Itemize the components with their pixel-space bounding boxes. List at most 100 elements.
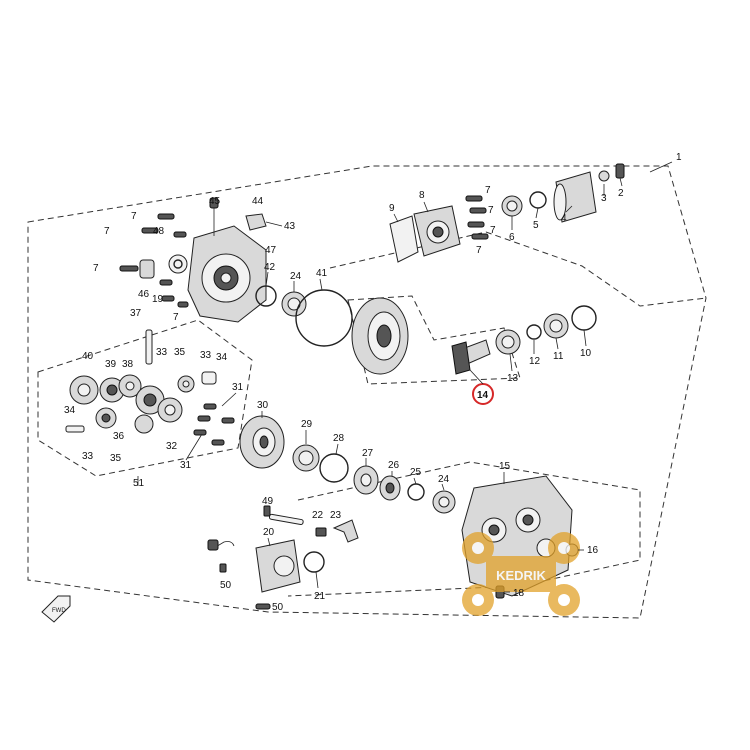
callout-35: 35 xyxy=(174,347,186,358)
callout-37: 37 xyxy=(130,308,142,319)
side-gear-38 xyxy=(118,374,142,398)
callout-49: 49 xyxy=(262,496,274,507)
diff-pin-37 xyxy=(145,329,153,365)
washer-3 xyxy=(598,170,610,182)
spring-22 xyxy=(315,527,327,537)
callout-42: 42 xyxy=(264,262,276,273)
bolt-2 xyxy=(615,163,625,179)
callout-48: 48 xyxy=(153,226,165,237)
callout-14: 14 xyxy=(477,390,489,401)
svg-text:KEDRIK: KEDRIK xyxy=(496,568,546,583)
washer-12 xyxy=(526,324,542,340)
callout-16: 16 xyxy=(587,545,599,556)
diff-core xyxy=(134,385,183,434)
callout-31: 31 xyxy=(232,382,244,393)
callout-36: 36 xyxy=(113,431,125,442)
callout-51: 51 xyxy=(133,478,145,489)
callout-24: 24 xyxy=(438,474,450,485)
kedrik-logo-watermark: KEDRIK xyxy=(462,532,580,616)
collar-26 xyxy=(379,475,401,501)
snap-ring-5 xyxy=(529,191,547,209)
callout-43: 43 xyxy=(284,221,296,232)
callout-1: 1 xyxy=(676,152,682,163)
callout-32: 32 xyxy=(166,441,178,452)
seal-6 xyxy=(501,195,523,217)
ring-gear-subassembly-boundary xyxy=(347,295,521,385)
input-housing-8 xyxy=(413,205,461,257)
spring-36b xyxy=(177,375,195,393)
callout-18: 18 xyxy=(513,588,525,599)
callout-40: 40 xyxy=(82,351,94,362)
callout-10: 10 xyxy=(580,348,592,359)
washer-33 xyxy=(201,371,217,385)
callout-27: 27 xyxy=(362,448,374,459)
callout-20: 20 xyxy=(263,527,275,538)
callout-19: 19 xyxy=(152,294,164,305)
callout-6: 6 xyxy=(509,232,515,243)
fwd-direction-marker: FWD xyxy=(41,595,71,623)
oring-41 xyxy=(295,289,353,347)
callout-7: 7 xyxy=(490,225,496,236)
callout-23: 23 xyxy=(330,510,342,521)
gear-27 xyxy=(353,465,379,495)
oring-28 xyxy=(319,453,349,483)
callout-31: 31 xyxy=(180,460,192,471)
callout-7: 7 xyxy=(93,263,99,274)
actuator-20 xyxy=(207,539,301,593)
shift-rod-49 xyxy=(263,505,304,526)
callout-13: 13 xyxy=(507,373,519,384)
oring-21 xyxy=(303,551,325,573)
bearing-29 xyxy=(292,444,320,472)
callout-leader xyxy=(649,161,673,173)
callout-22: 22 xyxy=(312,510,324,521)
clip-44 xyxy=(245,213,267,231)
callout-7: 7 xyxy=(104,226,110,237)
pinion-gear-14 xyxy=(451,339,491,375)
thrust-washer-40 xyxy=(69,375,99,405)
callout-41: 41 xyxy=(316,268,328,279)
bearing-13 xyxy=(495,329,521,355)
callout-7: 7 xyxy=(173,312,179,323)
callout-12: 12 xyxy=(529,356,541,367)
callout-29: 29 xyxy=(301,419,313,430)
assembly-boundary xyxy=(27,165,707,619)
oring-10 xyxy=(571,305,597,331)
callout-7: 7 xyxy=(476,245,482,256)
lower-path-boundary xyxy=(287,461,641,597)
callout-7: 7 xyxy=(485,185,491,196)
bolts-31 xyxy=(193,403,235,446)
callout-38: 38 xyxy=(122,359,134,370)
ring-gear xyxy=(351,297,409,375)
callout-3: 3 xyxy=(601,193,607,204)
callout-34: 34 xyxy=(64,405,76,416)
svg-text:FWD: FWD xyxy=(52,608,66,614)
pin-34 xyxy=(65,425,85,433)
callout-8: 8 xyxy=(419,190,425,201)
bolts-upper-left xyxy=(119,197,219,308)
callout-33: 33 xyxy=(200,350,212,361)
callout-28: 28 xyxy=(333,433,345,444)
snap-ring-25 xyxy=(407,483,425,501)
callout-5: 5 xyxy=(533,220,539,231)
diff-case-30 xyxy=(239,415,285,469)
callout-26: 26 xyxy=(388,460,400,471)
bearing-11 xyxy=(543,313,569,339)
pinion-gear-36 xyxy=(95,407,117,429)
bearing-24-upper xyxy=(281,291,307,317)
callout-39: 39 xyxy=(105,359,117,370)
callout-30: 30 xyxy=(257,400,269,411)
leader-lines xyxy=(137,177,623,593)
callout-46: 46 xyxy=(138,289,150,300)
bearing-24-lower xyxy=(432,490,456,514)
shift-fork-23 xyxy=(332,519,359,543)
cover-housing xyxy=(187,200,267,323)
callout-33: 33 xyxy=(82,451,94,462)
callout-21: 21 xyxy=(314,591,326,602)
seal-small-16 xyxy=(168,254,188,274)
callout-15: 15 xyxy=(499,461,511,472)
callout-35: 35 xyxy=(110,453,122,464)
callout-33: 33 xyxy=(156,347,168,358)
callout-50: 50 xyxy=(272,602,284,613)
callout-4: 4 xyxy=(561,213,567,224)
